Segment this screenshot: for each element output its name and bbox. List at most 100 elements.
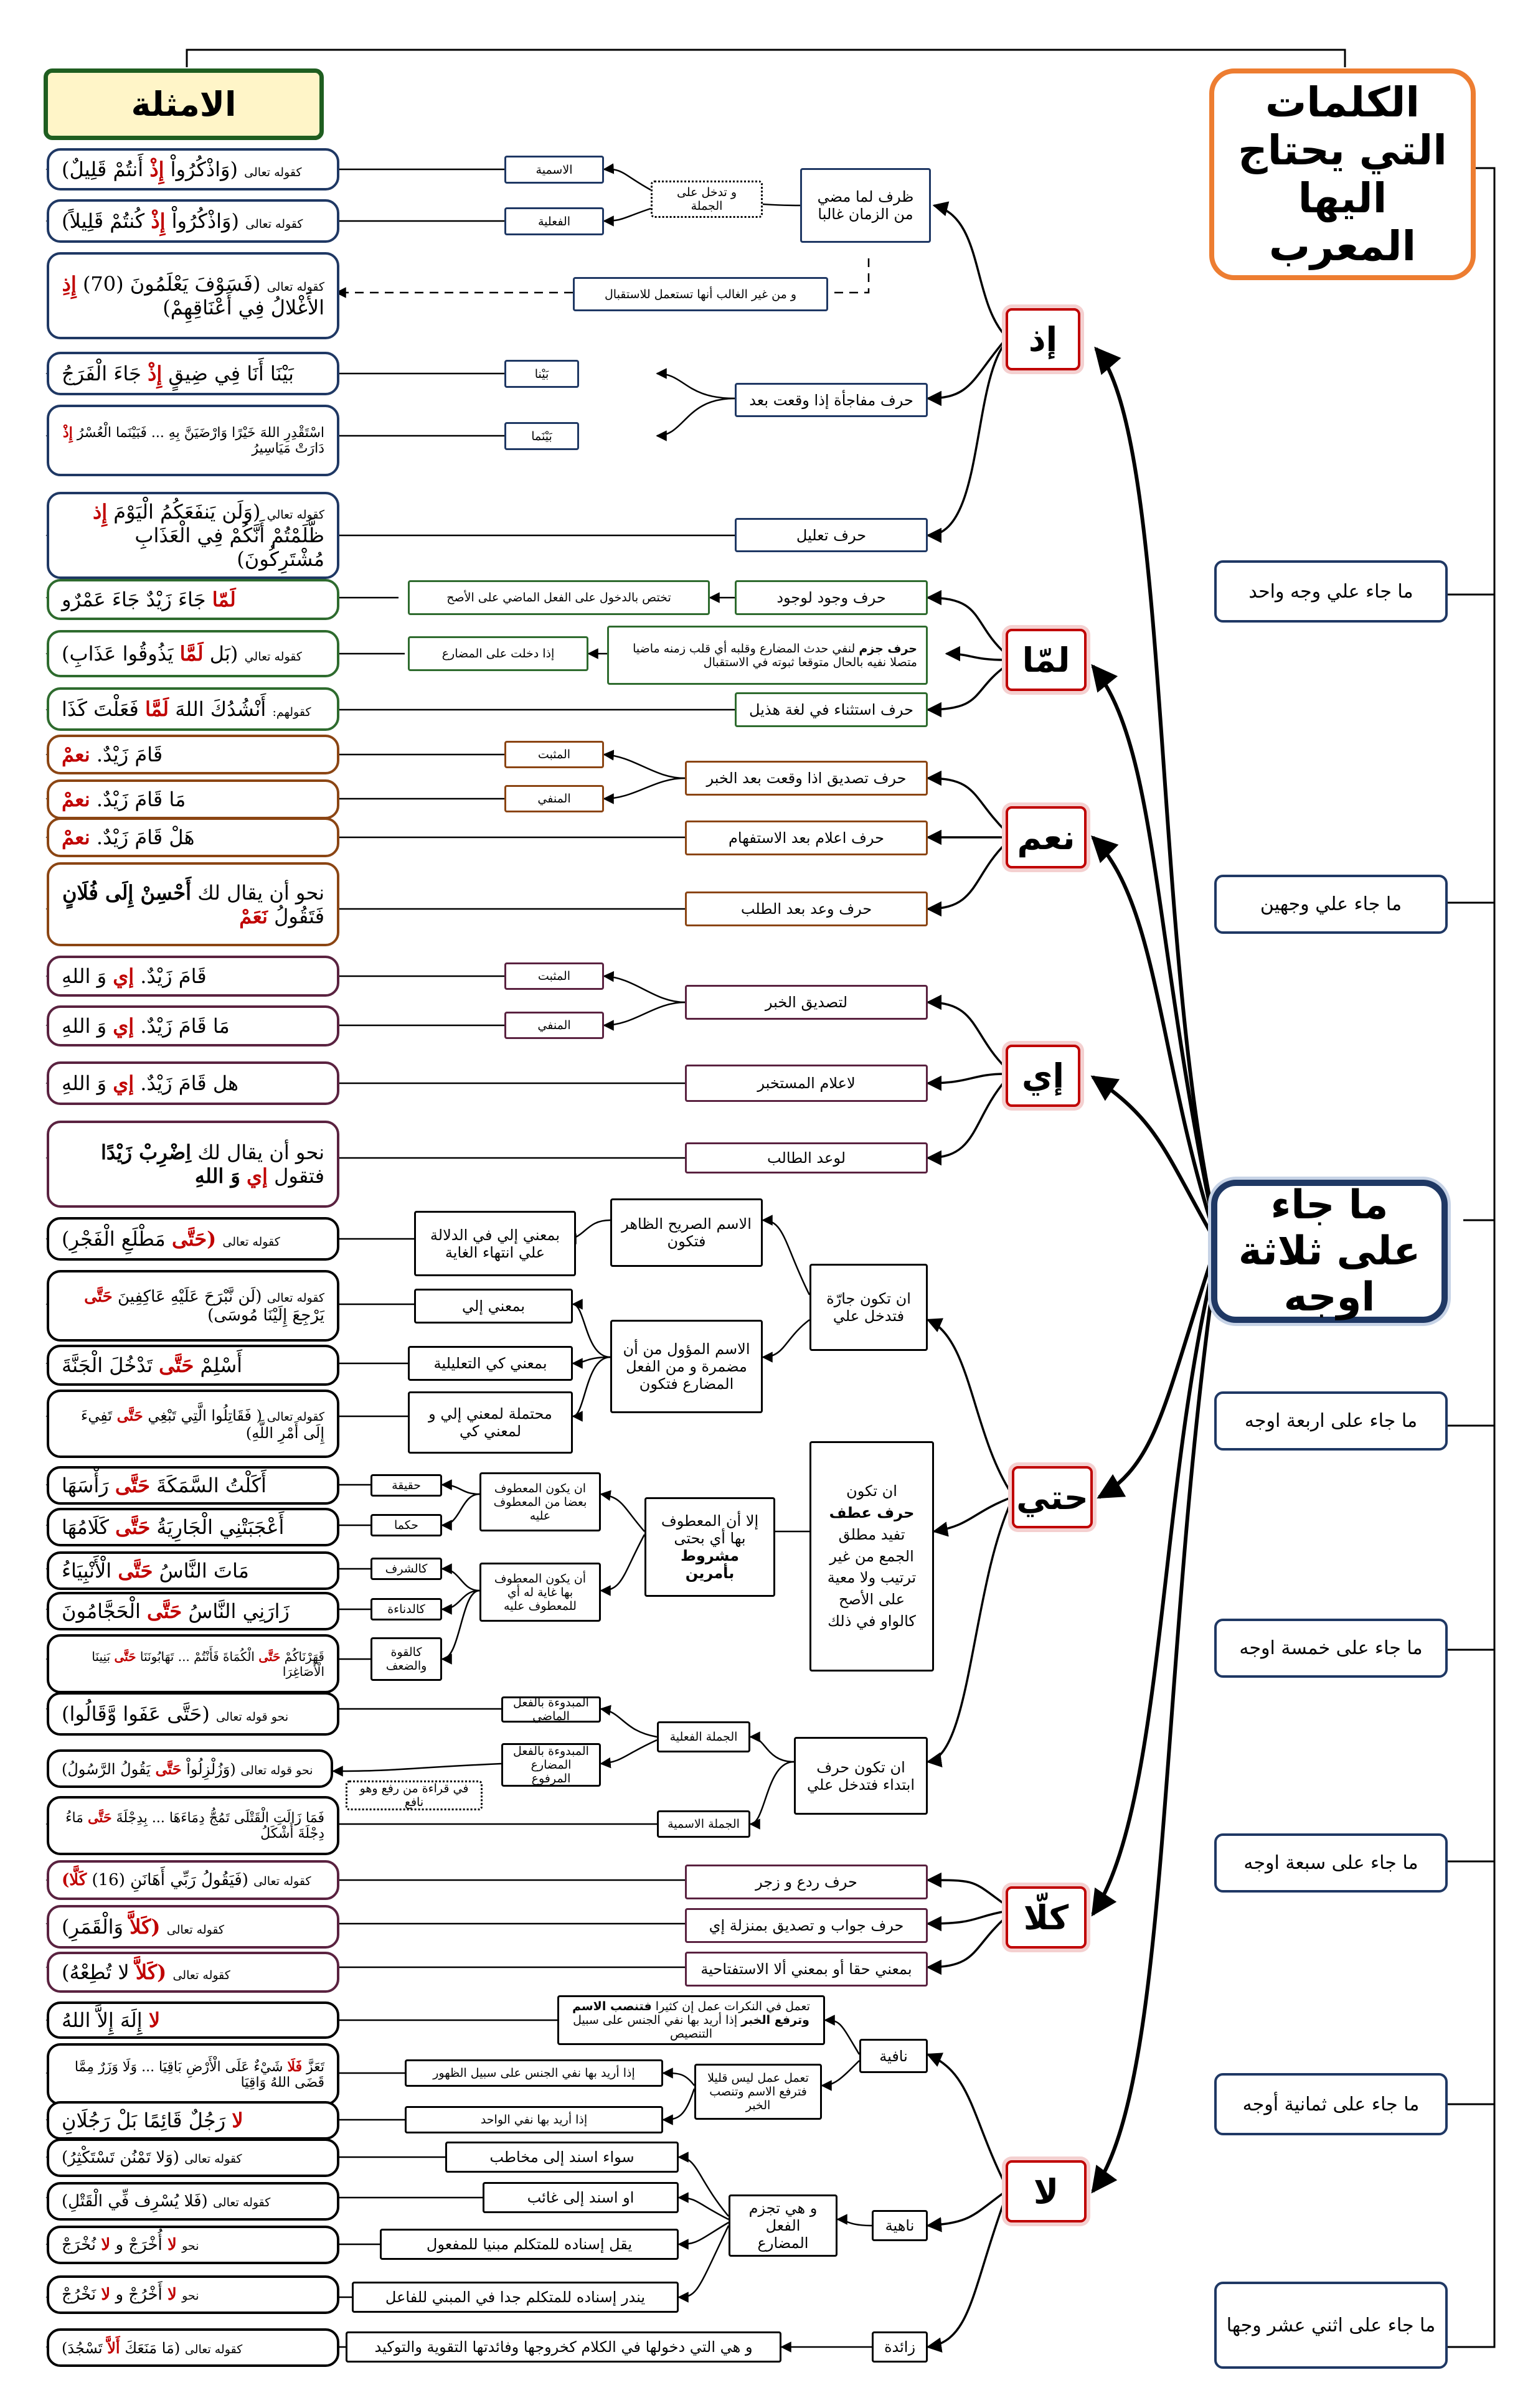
node-text: بمعني إلي في الدلالة علي انتهاء الغاية [430,1226,560,1261]
la-inna-node: تعمل في النكرات عمل إن كثيرا فتنصب الاسم… [557,1995,825,2045]
ex-highlight: (حَتَّى [171,1227,217,1251]
ex-text: الْحَجَّامُونَ [62,1599,141,1623]
ex-text: دَارَتْ مَيَاسِيرُ [252,441,324,456]
ex-text: (فَلا [184,2192,208,2211]
example-naam-3: هَلْ قَامَ زَيْدٌ. نعمْ [47,817,339,857]
hatta-sarih-node: الاسم الصريح الظاهر فتكون [610,1198,763,1267]
node-text: حرف تصديق اذا وقعت بعد الخبر [706,769,907,787]
ex-highlight: نعمْ [62,743,90,766]
ex-text: لا تُطِعْهُ) [62,1960,130,1984]
ee-waad-node: لوعد الطالب [685,1142,928,1173]
node-text: ان تكون حرف ابتداء فتدخل علي [807,1758,915,1794]
la-jazm-node: و هي تجزم الفعل المضارع [729,2194,837,2257]
idh-mufajaa-node: حرف مفاجأة إذا وقعت بعد [735,383,928,417]
node-text: حرف وجود لوجود [776,589,886,606]
hatta-both-node: محتملة لمعني إلي و لمعني كي [408,1391,573,1454]
ex-text: قَهَرْنَاكُمْ [284,1648,324,1664]
ex-intro: كقوله تعالى [245,217,303,231]
ex-text: جَاءَ الْفَرَجُ [62,362,141,385]
ex-intro: كقوله تعالى [267,1409,324,1424]
node-text: تفيد مطلق الجمع من غير ترتيب ولا معية عل… [827,1525,917,1630]
hatta-hukman-node: حكما [370,1514,442,1536]
ex-text: مَاءُ دِجْلَةَ أَشْكَلُ [65,1810,324,1841]
ex-highlight: لَمَّا [179,642,204,665]
ex-intro: كقوله تعالى [172,1968,230,1982]
example-la-7: نحو لا أَخْرُجْ و لا نَخْرُجْ [47,2275,339,2314]
node-text: بَيْنا [534,367,549,381]
ex-bold: اِضْرِبْ زَيْدًا [100,1141,192,1164]
word-lamma: لمّا [1006,629,1087,691]
node-text: ان يكون المعطوف بعضا من المعطوف عليه [493,1481,587,1523]
node-text: إذا دخلت على المضارع [441,647,555,661]
node-text: إذا أريد بها نفي الجنس على سبيل التنصيص [573,2013,738,2041]
ex-highlight: حَتَّى [116,1406,143,1424]
node-text: حرف ردع و زجر [755,1873,857,1891]
examples-header: الامثلة [44,68,324,140]
example-naam-1: قَامَ زَيْدٌ. نعمْ [47,735,339,774]
lamma-jazm-node: حرف جزم لنفي حدث المضارع وقلبه أي قلب زم… [607,626,928,685]
kalla-haqqan-node: بمعني حقا أو بمعني ألا الاستفتاحية [685,1952,928,1987]
word-label: إي [1022,1056,1065,1096]
ex-highlight: إِذ [92,500,108,524]
ex-text: مَا قَامَ زَيْدٌ. [96,788,186,811]
ex-intro: كقوله تعالي [267,508,324,522]
node-text: حرف استثناء في لغة هذيل [749,701,913,718]
ex-highlight: إي [246,1164,268,1188]
ex-highlight: حَتَّى [87,1810,112,1826]
ex-highlight: لا [232,2109,243,2132]
example-la-1: لا إِلَهَ إِلاَّ اللهُ [47,2001,339,2039]
word-label: لمّا [1022,640,1070,680]
ex-text: الأَغْلالُ فِي أَعْنَاقِهِمْ) [163,296,324,319]
ex-intro: نحو [182,2239,199,2253]
example-kalla-3: كقوله تعالى (كَلاَّ لا تُطِعْهُ) [47,1952,339,1993]
node-text: او اسند إلى غائب [527,2189,635,2206]
naam-ilam-node: حرف اعلام بعد الاستفهام [685,821,928,855]
ex-highlight: إِذِ [62,272,77,296]
ex-highlight: (كَلاَّ [130,1915,161,1939]
node-text: محتملة لمعني إلي و لمعني كي [428,1405,552,1440]
ex-text: كُنتُمْ قَلِيلاً) [62,209,145,233]
example-idh-6: كقوله تعالي (وَلَن يَنفَعَكُمُ الْيَوْمَ… [47,492,339,579]
main-three-faces: ما جاء على ثلاثة اوجه [1211,1180,1448,1323]
ex-text: (بَل [209,642,238,665]
node-text: في قراءة من رفع وهو نافع [359,1782,469,1809]
lamma-wujud-node: حرف وجود لوجود [735,580,928,615]
example-idh-3: كقوله تعالى (فَسَوْفَ يَعْلَمُونَ (70) إ… [47,252,339,339]
node-text: حرف جواب و تصديق بمنزلة إي [709,1917,904,1934]
ex-text: يُسْرِف فِّي الْقَتْلِ) [62,2192,179,2211]
ex-intro: كقوله تعالي [244,650,302,664]
example-lamma-2: كقوله تعالي (بَل لَمَّا يَذُوقُوا عَذَاب… [47,630,339,677]
group-seven-faces: ما جاء على سبعة اوجه [1214,1833,1448,1893]
example-hatta-8: زَارَنِي النَّاسُ حَتَّى الْحَجَّامُونَ [47,1592,339,1630]
word-label: حتي [1016,1477,1088,1517]
ex-text: وَ اللهِ [62,964,107,988]
group-twelve-faces: ما جاء على اثني عشر وجها [1214,2282,1448,2369]
lamma-madi-node: تختص بالدخول على الفعل الماضي على الأصح [408,580,710,615]
node-text: ان تكون جارّة فتدخل علي [826,1290,911,1325]
example-hatta-7: مَاتَ النَّاسُ حَتَّى الْأَنْبِيَاءُ [47,1551,339,1590]
ex-highlight: إي [113,1071,134,1095]
example-hatta-2: كقوله تعالى (لَن نَّبْرَحَ عَلَيْهِ عَاك… [47,1270,339,1342]
idh-bayna-node: بَيْنا [504,360,579,388]
node-text: ظرف لما مضي من الزمان غالبا [817,188,914,223]
node-text: الاسم الصريح الظاهر فتكون [621,1215,752,1250]
hatta-ibtida-node: ان تكون حرف ابتداء فتدخل علي [794,1737,928,1815]
ex-highlight: لَمَّا [145,697,169,721]
ex-text: رَجُلٌ قَائِمًا بَلْ رَجُلَانِ [62,2109,226,2132]
example-la-4: كقوله تعالى (وَلا تَمْنُن تَسْتَكْثِرُ) [47,2138,339,2177]
ex-intro: كقولهم: [272,705,311,719]
ex-text: الْأَنْبِيَاءُ [62,1559,112,1583]
ex-text: نَخْرُجْ [62,2285,97,2304]
node-text: تعمل في النكرات عمل إن كثيرا [655,2000,810,2013]
ex-text: شَيْءٌ عَلَى الْأَرْضِ بَاقِيَا ... وَلَ… [122,2059,283,2075]
node-text: بمعني كي التعليلية [433,1355,547,1372]
la-zaida-node: زائدة [872,2331,928,2363]
node-text: زائدة [884,2338,916,2356]
example-hatta-3: أَسْلِمْ حَتَّى تَدْخُلَ الْجَنَّةَ [47,1345,339,1386]
ex-text: (حَتَّى [167,1702,210,1726]
ex-intro: كقوله تعالى [253,1874,311,1888]
ex-text: مَاتَ النَّاسُ [159,1559,249,1583]
example-lamma-3: كقولهم: أَنْشُدُكَ اللهَ لَمَّا فَعَلْتَ… [47,687,339,731]
example-hatta-1: كقوله تعالى (حَتَّى مَطْلَعِ الْفَجْرِ) [47,1217,339,1261]
lamma-mudari-node: إذا دخلت على المضارع [408,636,588,671]
